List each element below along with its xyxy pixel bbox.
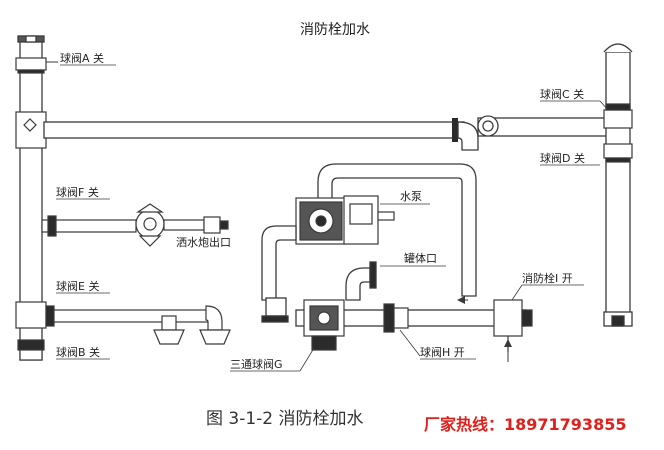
diagram-title: 消防栓加水 — [300, 22, 370, 38]
sprinkler-nozzle-left — [153, 315, 185, 345]
right-vertical-pipe — [603, 43, 633, 327]
branch-f-pipe — [41, 215, 137, 237]
figure-caption: 图 3-1-2 消防栓加水 — [206, 409, 364, 429]
branch-e-pipe — [15, 301, 213, 329]
label-cannon: 洒水炮出口 — [176, 235, 231, 249]
label-valve-h: 球阀H 开 — [420, 345, 465, 359]
valve-h — [383, 303, 409, 333]
hydrant-i — [493, 299, 533, 352]
water-pump — [295, 195, 395, 245]
valve-c — [603, 103, 633, 129]
top-elbow — [457, 115, 499, 151]
hotline-watermark: 厂家热线：18971793855 — [424, 415, 626, 434]
sprinkler-nozzle-right — [199, 305, 231, 345]
top-horizontal-pipe — [43, 117, 609, 139]
label-valve-g: 三通球阀G — [230, 357, 283, 371]
left-tee — [15, 111, 47, 149]
pump-inlet-pipe — [261, 225, 297, 323]
label-hydrant-i: 消防栓I 开 — [522, 271, 573, 285]
three-way-valve-g — [303, 299, 345, 351]
top-flange — [452, 118, 458, 142]
valve-a — [15, 57, 47, 74]
label-valve-d: 球阀D 关 — [540, 151, 585, 165]
label-valve-f: 球阀F 关 — [56, 185, 99, 199]
water-cannon — [135, 203, 229, 247]
label-valve-e: 球阀E 关 — [56, 279, 99, 293]
label-pump: 水泵 — [400, 190, 422, 203]
tank-port-pipe — [345, 261, 377, 301]
label-tank-port: 罐体口 — [404, 251, 437, 265]
label-valve-c: 球阀C 关 — [540, 87, 584, 101]
valve-d — [603, 143, 633, 163]
valve-b — [17, 339, 45, 361]
label-valve-b: 球阀B 关 — [56, 345, 100, 359]
label-valve-a: 球阀A 关 — [60, 51, 104, 65]
